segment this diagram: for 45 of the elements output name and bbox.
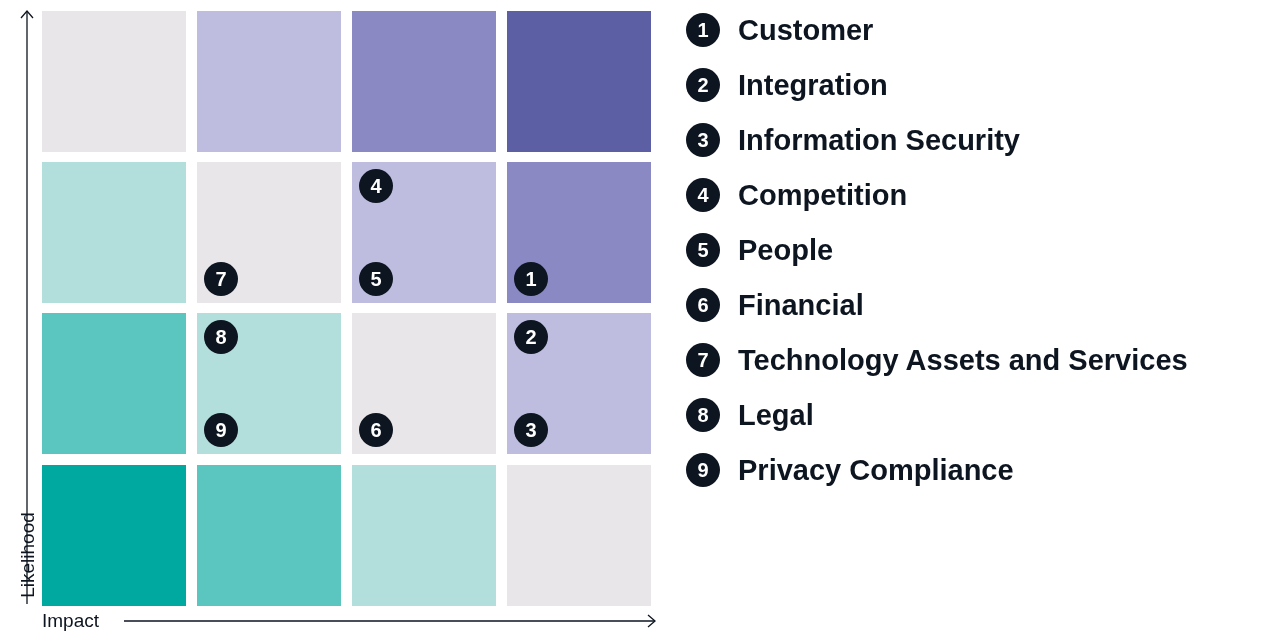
number-marker: 8: [686, 398, 720, 432]
grid-cell: [42, 11, 186, 152]
number-marker: 2: [686, 68, 720, 102]
grid-cell: [507, 162, 651, 303]
grid-cell: [197, 465, 341, 606]
number-marker: 9: [686, 453, 720, 487]
grid-cell: [507, 313, 651, 454]
risk-name: Privacy Compliance: [738, 453, 1014, 487]
grid-cell: [507, 465, 651, 606]
grid-cell: [352, 162, 496, 303]
grid-cell: [352, 11, 496, 152]
number-marker: 4: [359, 169, 393, 203]
number-marker: 4: [686, 178, 720, 212]
number-marker: 1: [686, 13, 720, 47]
number-marker: 2: [514, 320, 548, 354]
grid-cell: [197, 162, 341, 303]
number-marker: 5: [359, 262, 393, 296]
number-marker: 8: [204, 320, 238, 354]
axis-label: Impact: [42, 611, 100, 631]
grid-cell: [197, 11, 341, 152]
grid-cell: [42, 162, 186, 303]
grid-cell: [197, 313, 341, 454]
risk-name: Competition: [738, 178, 908, 212]
grid-cell: [42, 465, 186, 606]
risk-name: Information Security: [738, 123, 1020, 157]
risk-name: Technology Assets and Services: [738, 343, 1188, 377]
number-marker: 7: [686, 343, 720, 377]
number-marker: 3: [686, 123, 720, 157]
grid-cell: [507, 11, 651, 152]
grid-cell: [42, 313, 186, 454]
number-marker: 6: [359, 413, 393, 447]
grid-cell: [352, 313, 496, 454]
risk-name: Legal: [738, 398, 814, 432]
number-marker: 5: [686, 233, 720, 267]
risk-name: Financial: [738, 288, 864, 322]
grid-cell: [352, 465, 496, 606]
number-marker: 1: [514, 262, 548, 296]
risk-name: Customer: [738, 13, 874, 47]
number-marker: 3: [514, 413, 548, 447]
number-marker: 7: [204, 262, 238, 296]
number-marker: 6: [686, 288, 720, 322]
risk-name: Integration: [738, 68, 888, 102]
axis-label: Likelihood: [18, 511, 38, 600]
number-marker: 9: [204, 413, 238, 447]
risk-name: People: [738, 233, 834, 267]
